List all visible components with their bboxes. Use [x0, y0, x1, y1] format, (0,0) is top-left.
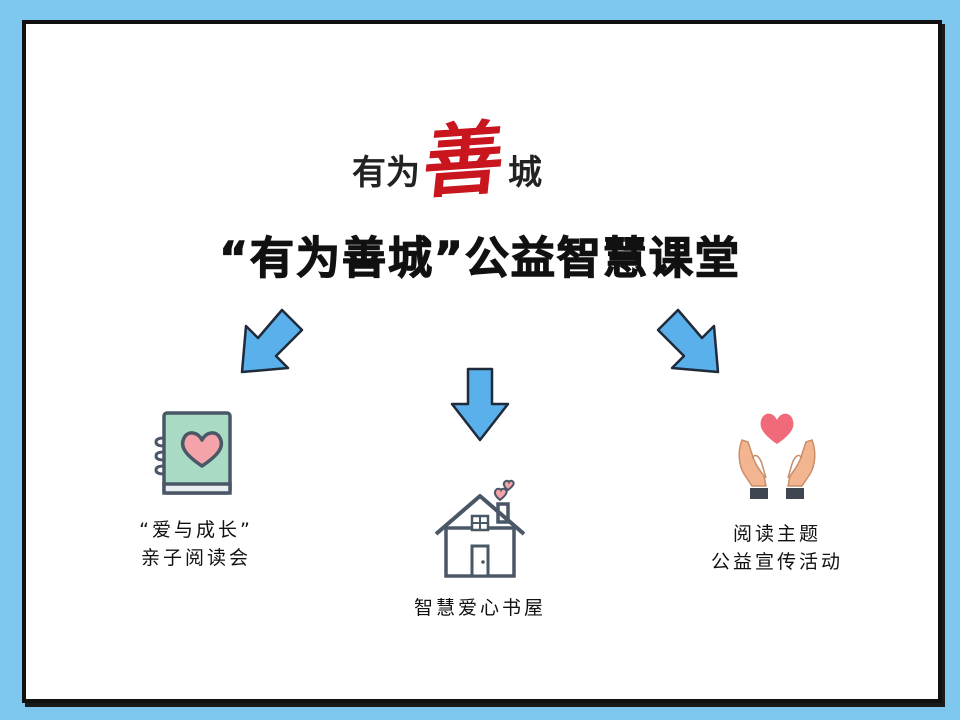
left-item-label: “爱与成长” 亲子阅读会	[96, 516, 296, 572]
left-item-line1: “爱与成长”	[139, 519, 253, 541]
heart-book-icon	[154, 411, 232, 495]
logo-text-1: 有为	[352, 153, 420, 193]
right-item-line1: 阅读主题	[732, 523, 821, 545]
logo-text-2: 城	[508, 153, 542, 193]
card	[22, 20, 942, 703]
logo-calligraphy: 善	[418, 110, 510, 210]
arrow-down-left-icon	[240, 308, 304, 374]
logo: 有为 善 城	[352, 100, 542, 210]
hands-with-heart-icon	[738, 413, 816, 499]
arrow-down-right-icon	[656, 308, 720, 374]
center-item-label: 智慧爱心书屋	[380, 594, 580, 622]
page-title: “有为善城”公益智慧课堂	[218, 232, 741, 284]
arrow-down-icon	[450, 367, 510, 442]
right-item-line2: 公益宣传活动	[710, 551, 843, 573]
left-item-line2: 亲子阅读会	[140, 547, 251, 569]
house-with-hearts-icon	[434, 479, 526, 578]
right-item-label: 阅读主题 公益宣传活动	[672, 520, 882, 576]
center-item-line1: 智慧爱心书屋	[413, 597, 546, 619]
